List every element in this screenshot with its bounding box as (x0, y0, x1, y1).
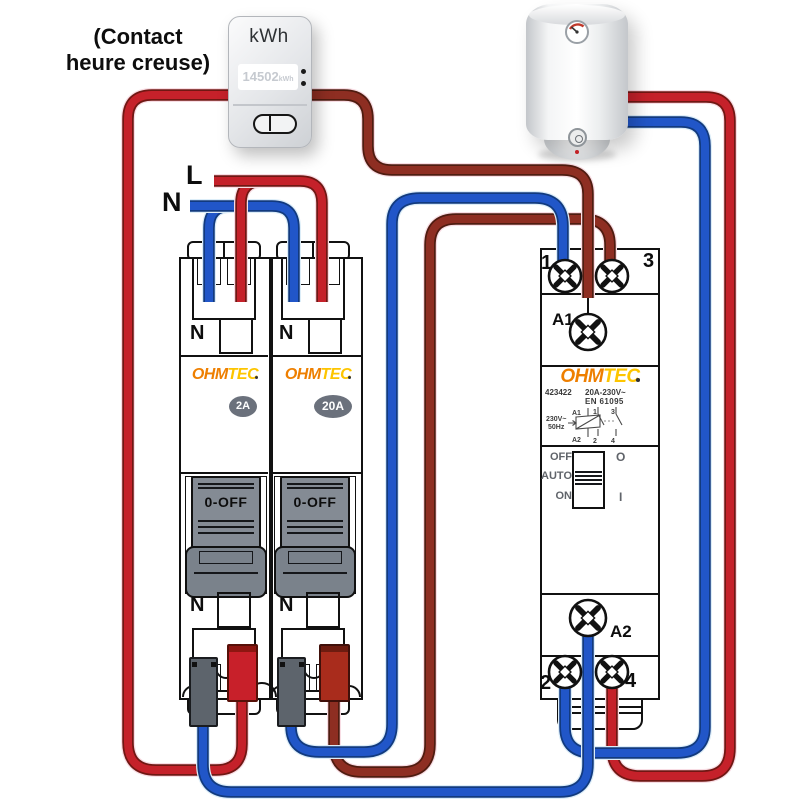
schematic-voltage: 230V~ (546, 416, 566, 423)
schematic-3: 3 (611, 409, 615, 416)
contactor-standard: EN 61095 (585, 397, 624, 406)
contactor-terminal1-label: 1 (541, 252, 553, 274)
meter-display: 14502kWh (238, 64, 298, 90)
meter-button[interactable] (253, 114, 297, 134)
contactor-clip-line1 (559, 706, 641, 708)
contactor-terminal4-label: 4 (625, 670, 637, 692)
brand-tec: TEC (320, 366, 352, 383)
heater-indicator (575, 150, 579, 154)
brand-ohm: OHM (284, 366, 321, 383)
breaker1-switch-label: 0-OFF (204, 494, 248, 510)
schematic-2: 2 (593, 438, 597, 444)
breaker-pair-center-divider (269, 257, 273, 700)
breaker1-switch[interactable]: 0-OFF (183, 474, 269, 600)
brand-ohm: OHM (191, 366, 228, 383)
contactor-a1-label: A1 (552, 310, 574, 329)
breaker2-rating-badge: 20A (314, 395, 352, 418)
meter-led-1 (301, 69, 306, 74)
selector-closed-label: I (619, 490, 623, 504)
contactor-terminal2-label: 2 (540, 672, 552, 694)
water-heater (526, 2, 628, 162)
schematic-symbols (568, 407, 623, 437)
breaker2-divider-line (273, 355, 361, 357)
kwh-meter: kWh 14502kWh (228, 16, 312, 148)
breaker1-top-n-box (219, 318, 253, 354)
breaker2-top-tab-divider (312, 241, 314, 261)
heater-thermometer (565, 20, 589, 44)
contactor-wiring-schematic: 230V~ 50Hz A1 A2 1 2 3 4 (546, 407, 623, 444)
contactor-divider-2 (542, 365, 658, 367)
meter-divider (233, 104, 307, 106)
brand-tec: TEC (227, 366, 259, 383)
contactor-rating: 20A-230V~ (585, 388, 626, 397)
selector-open-label: O (616, 450, 626, 464)
contactor-divider-5 (542, 655, 658, 657)
breaker2-switch-label: 0-OFF (293, 494, 337, 510)
breaker2-n-bottom: N (279, 594, 294, 616)
breaker2-top-n-box (308, 318, 342, 354)
phase-label: L (186, 160, 203, 190)
breaker2-phase-connector (319, 644, 350, 702)
schematic-a2: A2 (572, 437, 581, 444)
breaker1-phase-connector (227, 644, 258, 702)
screw-coil-a1 (568, 312, 608, 352)
breaker1-top-tab-divider (223, 241, 225, 261)
title-line2: heure creuse) (65, 50, 211, 75)
contactor-ref: 423422 (545, 388, 572, 397)
screw-coil-a2 (568, 598, 608, 638)
selector-on-label: ON (555, 490, 573, 502)
selector-off-label: OFF (550, 451, 572, 463)
breaker1-n-bottom: N (190, 594, 205, 616)
neutral-label: N (162, 187, 182, 217)
title-line1: (Contact (93, 24, 183, 49)
breaker2-lever[interactable] (274, 546, 356, 598)
contactor-clip-line2 (559, 712, 641, 714)
brand-ohm: OHM (560, 366, 604, 387)
breaker2-switch-divider (273, 472, 361, 474)
schematic-1: 1 (593, 409, 597, 416)
heater-knob[interactable] (568, 128, 587, 147)
heater-top-cap (529, 5, 625, 25)
breaker1-lever[interactable] (185, 546, 267, 598)
breaker1-bottom-n-box (217, 592, 251, 628)
brand-tec: TEC (603, 366, 640, 387)
screw-terminal-1 (547, 258, 583, 294)
breaker1-divider-line (181, 355, 268, 357)
meter-led-2 (301, 81, 306, 86)
contactor-terminal3-label: 3 (643, 250, 655, 272)
screw-terminal-4 (594, 654, 630, 690)
meter-display-unit: kWh (278, 76, 294, 83)
meter-display-value: 14502 (242, 69, 279, 84)
schematic-a1: A1 (572, 410, 581, 417)
contactor-brand-logo: OHMTEC (548, 366, 652, 388)
breaker2-brand-logo: OHMTEC (277, 366, 359, 384)
breaker1-switch-divider (181, 472, 268, 474)
screw-terminal-2 (547, 654, 583, 690)
contactor-divider-4 (542, 593, 658, 595)
breaker1-brand-logo: OHMTEC (184, 366, 266, 384)
contactor-screws (547, 258, 630, 690)
breaker2-neutral-connector (277, 657, 306, 727)
contactor-divider-3 (542, 445, 658, 447)
breaker1-switch-panel: 0-OFF (191, 476, 261, 548)
contactor-selector-slider[interactable] (572, 451, 605, 509)
breaker1-neutral-connector (189, 657, 218, 727)
breaker2-bottom-n-box (306, 592, 340, 628)
breaker2-switch-panel: 0-OFF (280, 476, 350, 548)
breaker2-n-top: N (279, 322, 294, 344)
breaker1-n-top: N (190, 322, 205, 344)
breaker2-switch[interactable]: 0-OFF (272, 474, 358, 600)
screw-terminal-3 (594, 258, 630, 294)
schematic-frequency: 50Hz (548, 424, 565, 431)
breaker1-rating-badge: 2A (229, 396, 257, 417)
contactor-a2-label: A2 (610, 622, 632, 641)
meter-title: kWh (249, 26, 289, 47)
schematic-4: 4 (611, 438, 615, 444)
selector-auto-label: AUTO (541, 470, 572, 482)
contactor-divider-1 (542, 293, 658, 295)
